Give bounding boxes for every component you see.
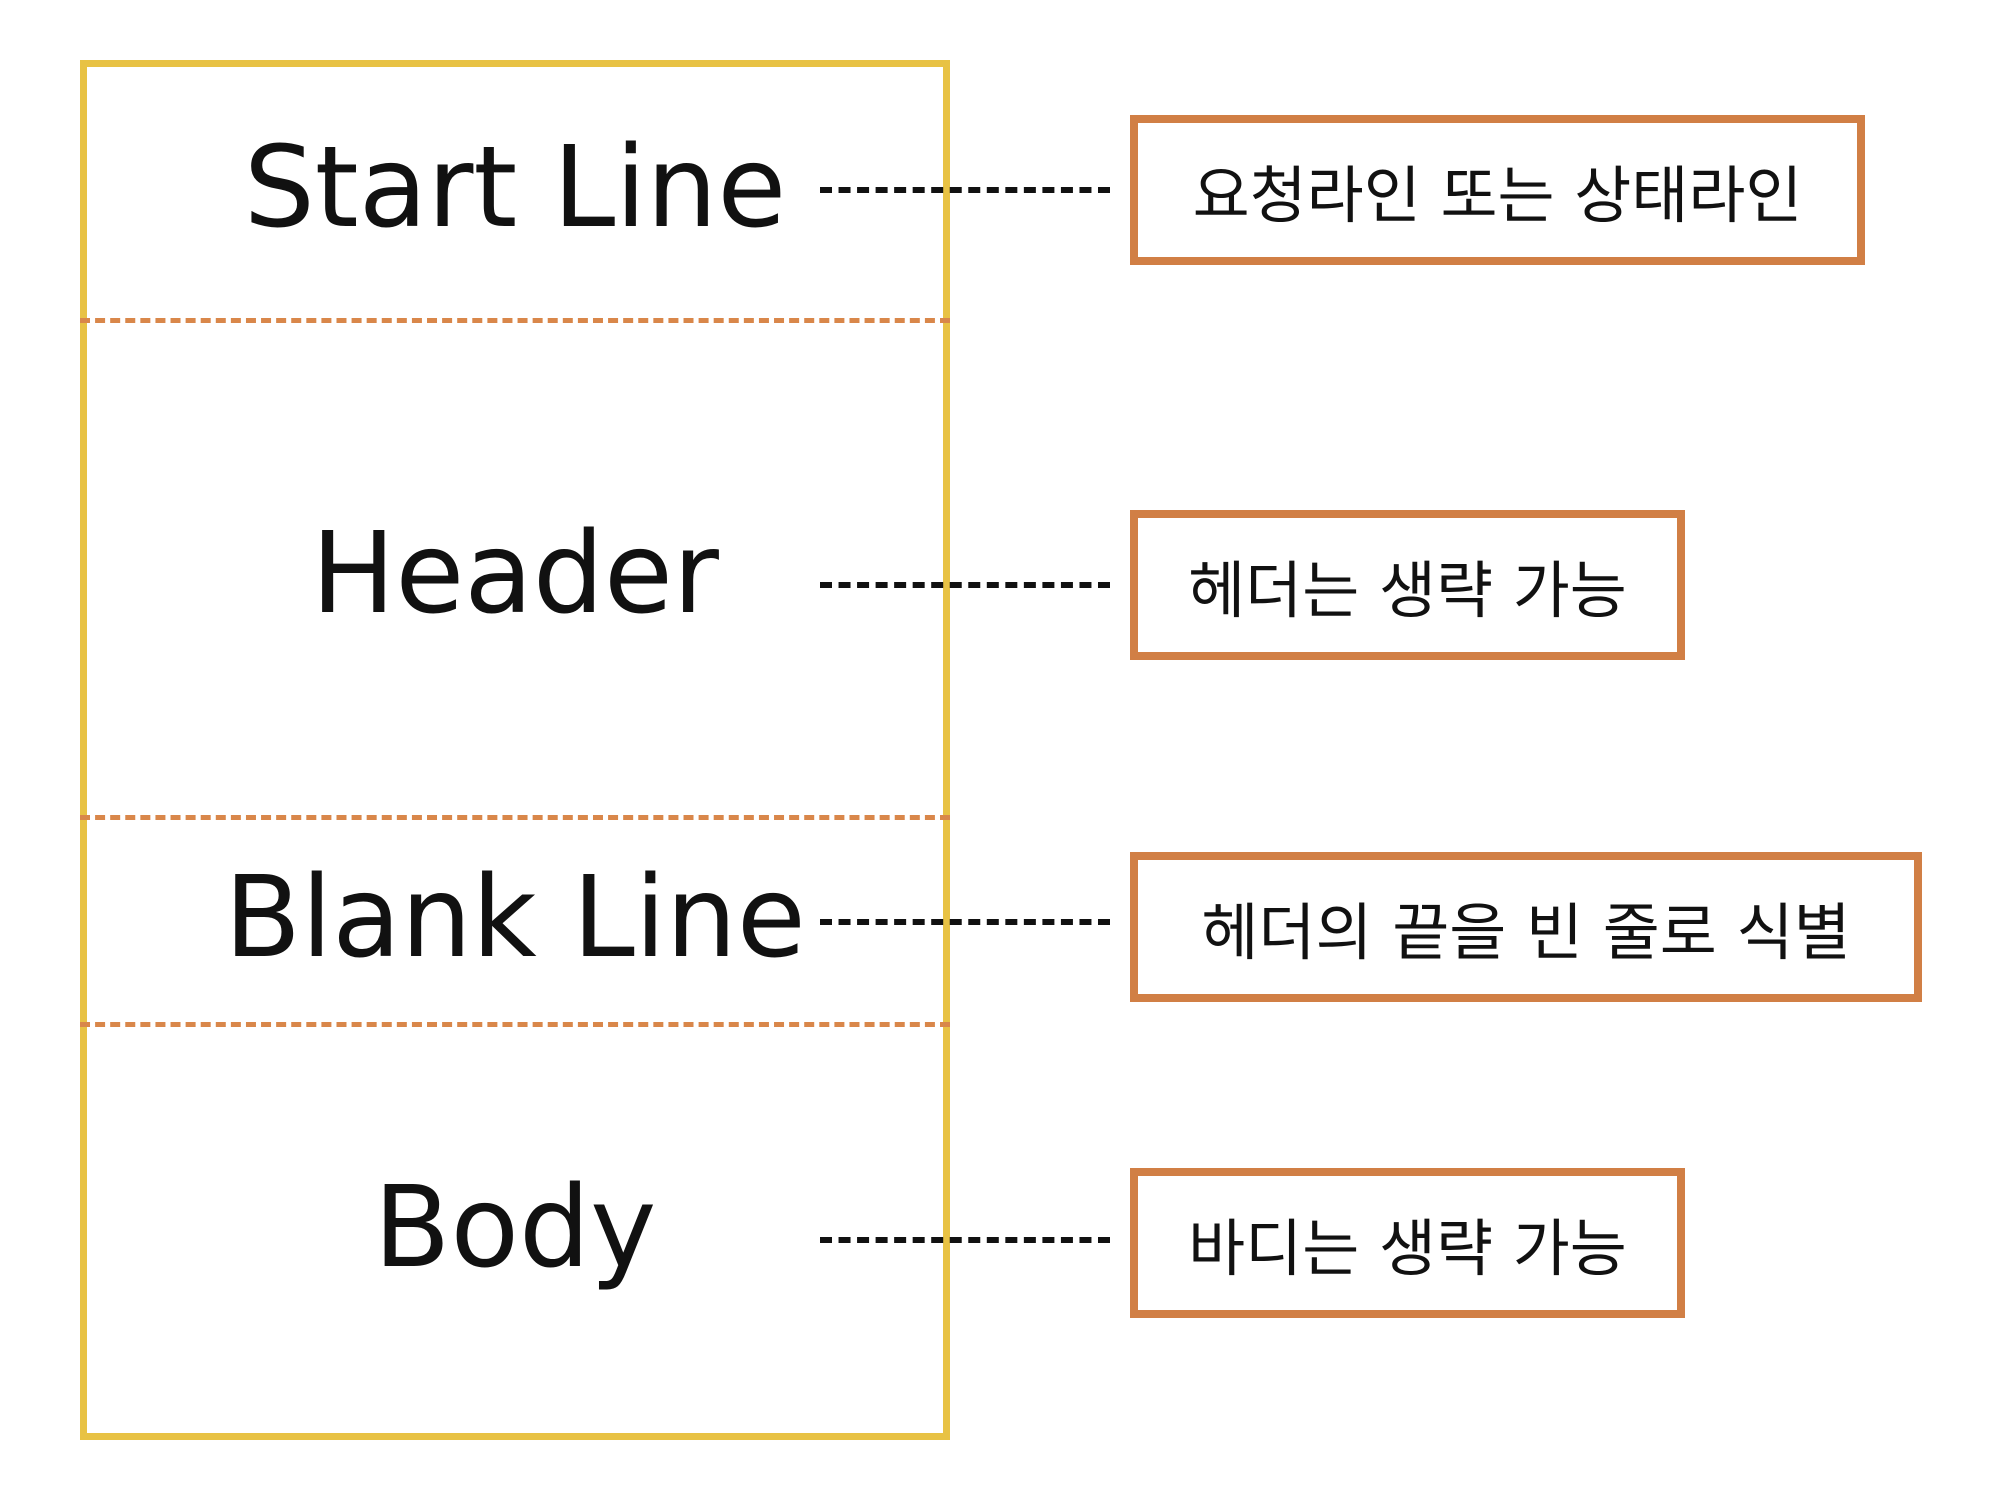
header-label: Header [311,509,719,639]
blank-line-label: Blank Line [224,853,806,983]
header-divider [80,815,950,820]
start-line-divider [80,318,950,323]
start-line-note: 요청라인 또는 상태라인 [1130,115,1865,265]
blank-line-connector [820,919,1110,925]
body-connector [820,1237,1110,1243]
body-note: 바디는 생략 가능 [1130,1168,1685,1318]
header-note-text: 헤더는 생략 가능 [1188,554,1627,627]
header-connector [820,582,1110,588]
http-message-frame [80,60,950,1440]
blank-line-divider [80,1022,950,1027]
header-note: 헤더는 생략 가능 [1130,510,1685,660]
blank-line-note: 헤더의 끝을 빈 줄로 식별 [1130,852,1922,1002]
body-note-text: 바디는 생략 가능 [1188,1212,1627,1285]
body-label: Body [373,1163,657,1293]
start-line-connector [820,187,1110,193]
start-line-note-text: 요청라인 또는 상태라인 [1192,159,1803,232]
blank-line-note-text: 헤더의 끝을 빈 줄로 식별 [1201,896,1851,969]
start-line-label: Start Line [243,123,787,253]
